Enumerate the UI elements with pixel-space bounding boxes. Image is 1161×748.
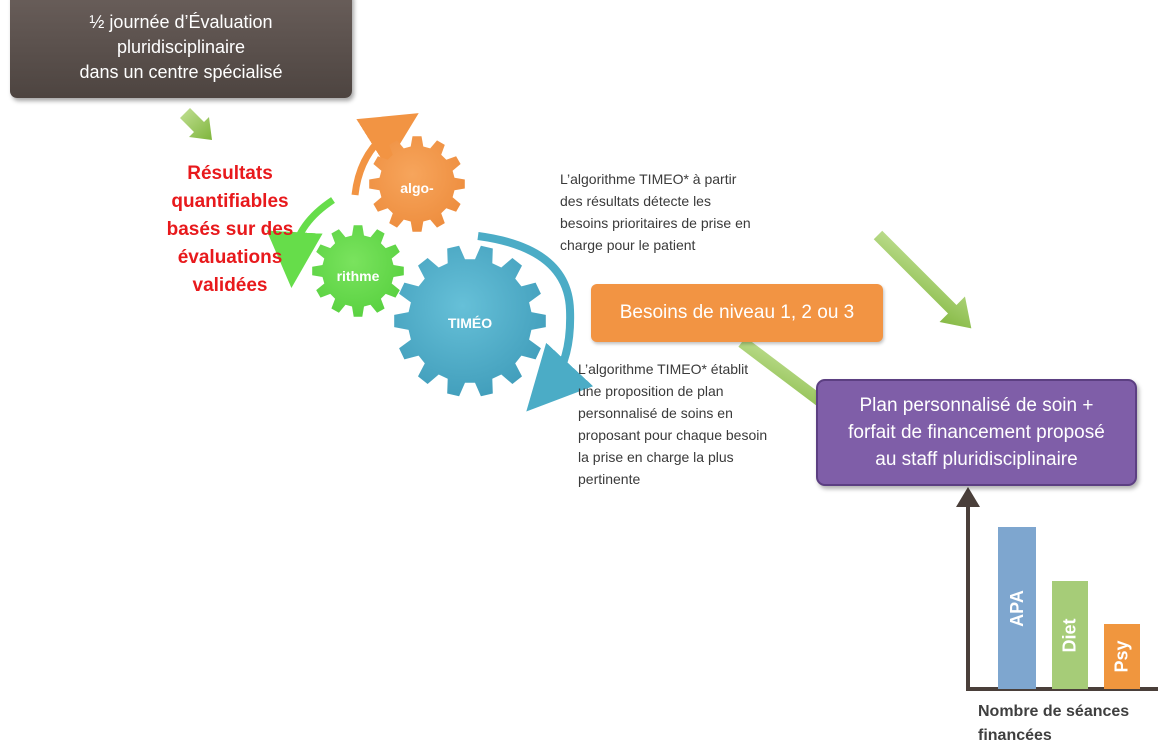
bar-psy-label: Psy <box>1111 640 1132 673</box>
note-1-line-1: L’algorithme TIMEO* à partir <box>560 171 737 187</box>
green-curved-arrow <box>266 197 335 288</box>
blue-curved-arrow <box>477 232 594 412</box>
note-1-line-4: charge pour le patient <box>560 237 696 253</box>
algo-gear-icon <box>369 136 465 232</box>
timeo-label: TIMÉO <box>448 315 492 331</box>
bar-psy: Psy <box>1104 624 1140 689</box>
orange-curved-arrow <box>351 113 419 196</box>
chart-x-axis-label: Nombre de séances financées <box>978 703 1130 744</box>
care-plan-line-1: Plan personnalisé de soin + <box>859 395 1094 416</box>
care-plan-line-3: au staff pluridisciplinaire <box>875 449 1078 470</box>
results-line-1: Résultats quantifiables <box>171 163 289 212</box>
gear-blue-shape <box>394 245 546 397</box>
note-2-line-5: la prise en charge la plus <box>578 449 734 465</box>
bar-diet: Diet <box>1052 581 1088 689</box>
needs-level-label: Besoins de niveau 1, 2 ou 3 <box>619 302 855 323</box>
bar-diet-label: Diet <box>1059 617 1080 653</box>
gear-green-shape <box>312 225 404 317</box>
bar-apa-label: APA <box>1006 589 1027 627</box>
down-right-arrow-2 <box>873 230 972 329</box>
timeo-gear-icon <box>394 245 546 397</box>
note-2-line-1: L’algorithme TIMEO* établit <box>578 361 749 377</box>
rithme-label: rithme <box>337 268 380 284</box>
results-line-2: basés sur des évaluations <box>166 219 294 268</box>
algorithm-note-2: L’algorithme TIMEO* établit une proposit… <box>578 358 793 490</box>
algo-label: algo- <box>400 180 434 196</box>
note-2-line-2: une proposition de plan <box>578 383 724 399</box>
note-1-line-3: besoins prioritaires de prise en <box>560 215 751 231</box>
down-right-arrow-1 <box>176 108 212 140</box>
needs-level-box: Besoins de niveau 1, 2 ou 3 <box>591 284 883 342</box>
note-1-line-2: des résultats détecte les <box>560 193 711 209</box>
evaluation-box: ½ journée d’Évaluation pluridisciplinair… <box>10 0 352 98</box>
evaluation-line-3: dans un centre spécialisé <box>79 61 283 82</box>
chart-axes <box>956 487 1158 691</box>
results-line-3: validées <box>192 275 268 296</box>
results-text: Résultats quantifiables basés sur des év… <box>130 160 330 300</box>
note-2-line-4: proposant pour chaque besoin <box>578 427 768 443</box>
gear-orange-shape <box>369 136 465 232</box>
bar-apa: APA <box>998 527 1036 689</box>
note-2-line-3: personnalisé de soins en <box>578 405 733 421</box>
care-plan-box: Plan personnalisé de soin + forfait de f… <box>816 379 1137 486</box>
note-2-line-6: pertinente <box>578 471 641 487</box>
care-plan-line-2: forfait de financement proposé <box>848 422 1105 443</box>
evaluation-line-2: pluridisciplinaire <box>116 36 246 57</box>
evaluation-line-1: ½ journée d’Évaluation <box>89 11 273 32</box>
algorithm-note-1: L’algorithme TIMEO* à partir des résulta… <box>560 168 790 256</box>
rithme-gear-icon <box>312 225 404 317</box>
